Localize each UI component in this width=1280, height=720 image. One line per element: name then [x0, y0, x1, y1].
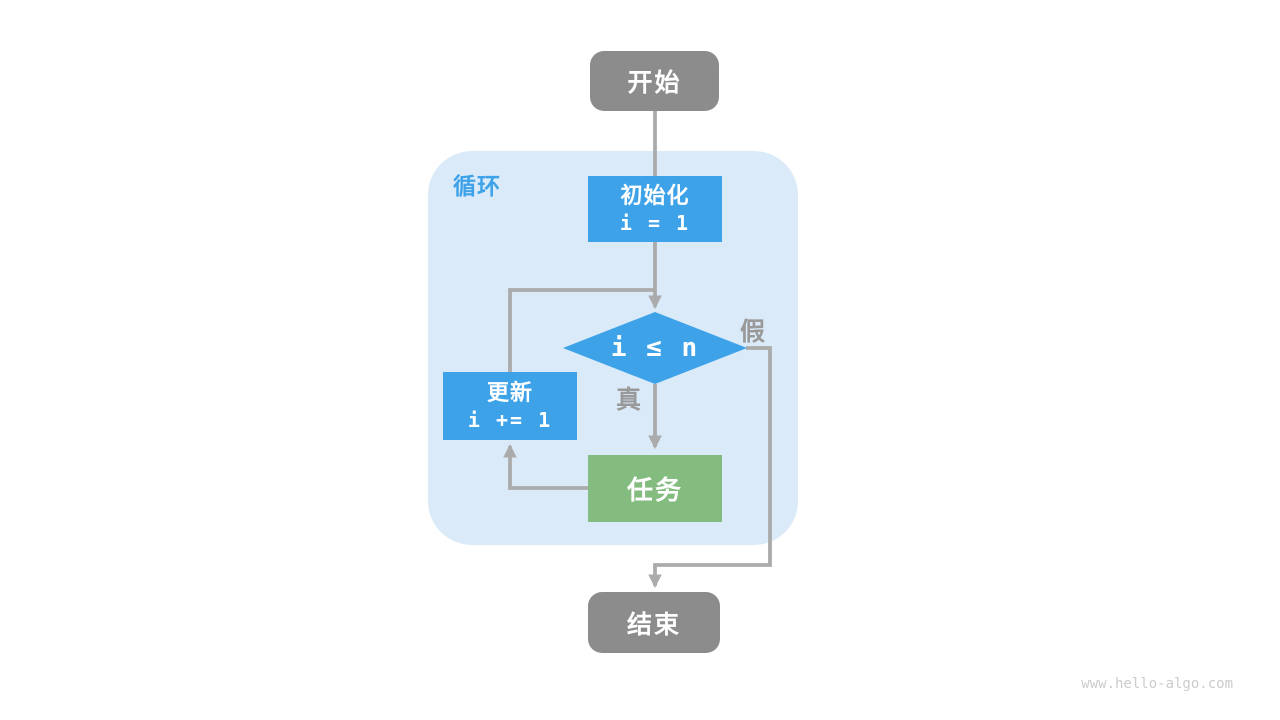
init-node: 初始化 i = 1 [588, 176, 722, 242]
condition-expression: i ≤ n [610, 333, 700, 363]
edge-condition-to-end [648, 346, 772, 589]
loop-group-label: 循环 [453, 173, 501, 199]
task-node: 任务 [588, 455, 722, 522]
update-node-code: i += 1 [467, 407, 553, 432]
start-node-label: 开始 [627, 69, 682, 97]
edge-update-loopback [508, 288, 656, 374]
update-node: 更新 i += 1 [443, 372, 577, 440]
start-node: 开始 [590, 51, 719, 111]
end-node: 结束 [588, 592, 720, 653]
init-node-code: i = 1 [619, 210, 691, 235]
task-node-label: 任务 [626, 475, 683, 505]
watermark: www.hello-algo.com [1081, 676, 1233, 692]
true-branch-label: 真 [616, 386, 642, 414]
init-node-title: 初始化 [620, 183, 690, 209]
false-branch-label: 假 [740, 318, 766, 346]
edge-task-to-update [503, 443, 588, 490]
end-node-label: 结束 [626, 610, 681, 639]
update-node-title: 更新 [486, 380, 533, 406]
